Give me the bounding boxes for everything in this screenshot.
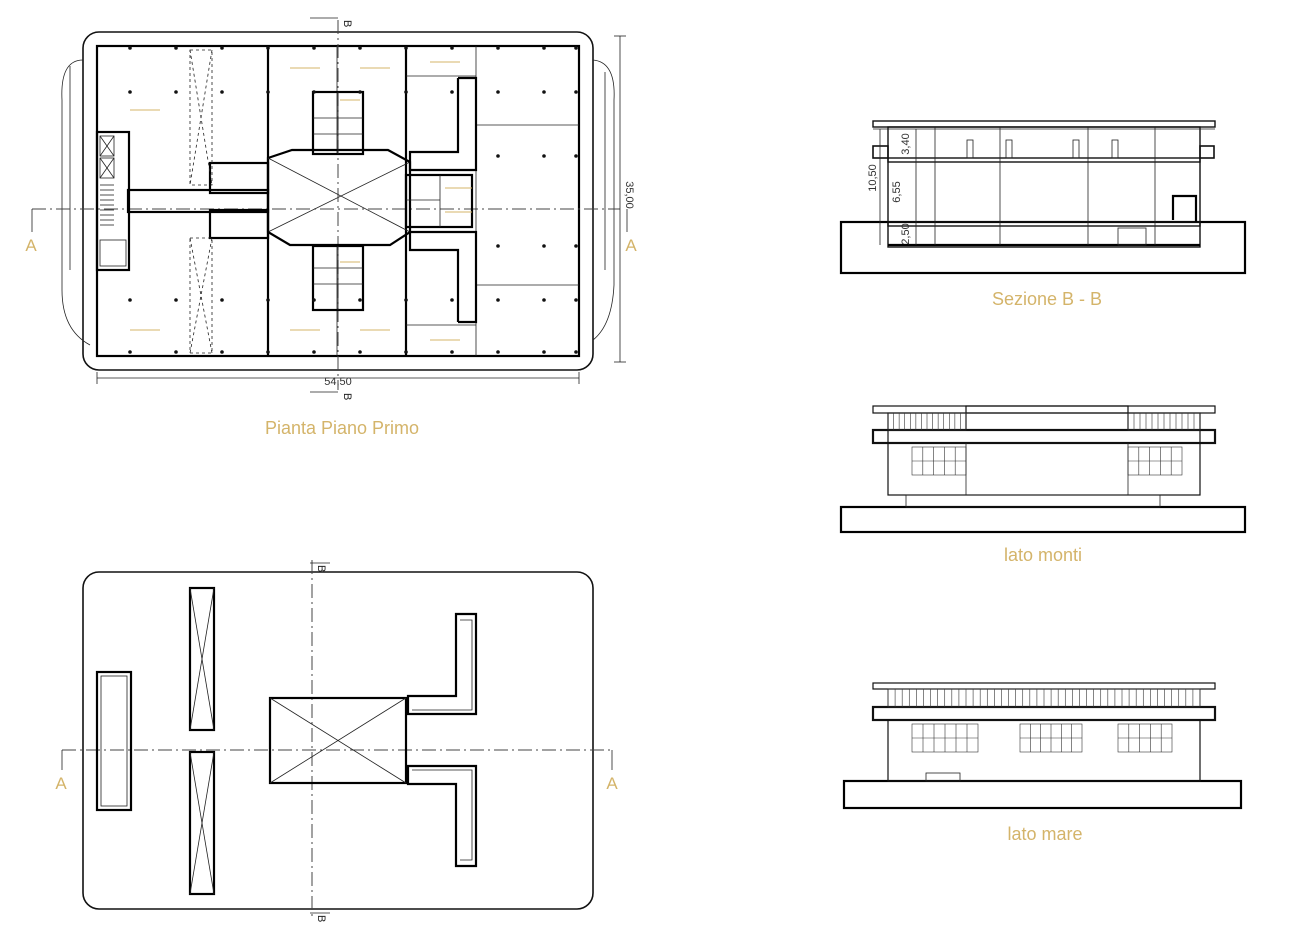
section-upper-floor-height: 3,40: [900, 133, 912, 154]
column-dot: [496, 46, 500, 50]
window-grid-right: [1127, 412, 1201, 431]
section-bb: 10,50 3,40 6,55 2,50 Sezione B - B: [839, 120, 1247, 309]
column-dot: [450, 90, 454, 94]
section-middle-floor-height: 6,55: [891, 181, 903, 202]
window-grid-2: [1019, 723, 1083, 753]
roof-section-marker-b-top: B: [315, 565, 327, 572]
caption-section-bb: Sezione B - B: [992, 289, 1102, 309]
section-total-height: 10,50: [867, 164, 879, 192]
section-marker-a-right: A: [625, 236, 637, 255]
window-grid-right-lower: [1127, 446, 1183, 476]
column-dot: [450, 46, 454, 50]
caption-first-floor-plan: Pianta Piano Primo: [265, 418, 419, 438]
column-dot: [542, 244, 546, 248]
section-marker-a-left: A: [25, 236, 37, 255]
column-dot: [220, 298, 224, 302]
column-dot: [574, 46, 578, 50]
column-dot: [574, 244, 578, 248]
column-dot: [574, 154, 578, 158]
column-dot: [266, 350, 270, 354]
column-dot: [358, 350, 362, 354]
column-dot: [404, 90, 408, 94]
column-dot: [496, 90, 500, 94]
column-dot: [542, 298, 546, 302]
column-dot: [174, 350, 178, 354]
column-dot: [312, 350, 316, 354]
column-dot: [404, 46, 408, 50]
first-floor-plan: 54,50 35,00 B B A A Pianta Piano Primo: [25, 17, 637, 438]
window-grid-3: [1117, 723, 1173, 753]
column-dot: [496, 350, 500, 354]
column-dot: [220, 46, 224, 50]
section-base-height: 2,50: [900, 223, 912, 244]
column-dot: [404, 298, 408, 302]
column-dot: [358, 46, 362, 50]
column-dot: [404, 350, 408, 354]
column-dot: [496, 154, 500, 158]
roof-plan: B B A A: [55, 560, 618, 922]
column-dot: [542, 46, 546, 50]
column-dot: [542, 350, 546, 354]
structural-columns: [128, 46, 578, 354]
column-dot: [312, 46, 316, 50]
room-tags: [130, 61, 472, 341]
elevation-mountains: lato monti: [839, 405, 1247, 565]
column-dot: [542, 154, 546, 158]
column-dot: [358, 90, 362, 94]
roof-section-marker-a-left: A: [55, 774, 67, 793]
column-dot: [358, 298, 362, 302]
window-grid-left-lower: [911, 446, 967, 476]
column-dot: [128, 298, 132, 302]
elevation-sea: lato mare: [842, 682, 1243, 844]
column-dot: [128, 350, 132, 354]
plan-width-dimension: 54,50: [324, 376, 352, 388]
column-dot: [220, 350, 224, 354]
column-dot: [220, 90, 224, 94]
roof-section-marker-a-right: A: [606, 774, 618, 793]
facade-grid-top: [887, 688, 1201, 708]
column-dot: [574, 350, 578, 354]
column-dot: [266, 46, 270, 50]
column-dot: [574, 298, 578, 302]
column-dot: [128, 46, 132, 50]
column-dot: [450, 350, 454, 354]
column-dot: [496, 244, 500, 248]
caption-side-sea: lato mare: [1007, 824, 1082, 844]
column-dot: [312, 90, 316, 94]
window-grid-left: [887, 412, 967, 431]
section-marker-b-bottom: B: [341, 393, 353, 400]
column-dot: [312, 298, 316, 302]
column-dot: [496, 298, 500, 302]
caption-side-mountains: lato monti: [1004, 545, 1082, 565]
section-marker-b-top: B: [341, 20, 353, 27]
column-dot: [266, 90, 270, 94]
column-dot: [174, 298, 178, 302]
column-dot: [542, 90, 546, 94]
column-dot: [266, 298, 270, 302]
column-dot: [174, 46, 178, 50]
column-dot: [174, 90, 178, 94]
window-grid-1: [911, 723, 979, 753]
plan-depth-dimension: 35,00: [623, 181, 635, 209]
column-dot: [128, 90, 132, 94]
column-dot: [450, 298, 454, 302]
column-dot: [574, 90, 578, 94]
roof-section-marker-b-bottom: B: [315, 915, 327, 922]
